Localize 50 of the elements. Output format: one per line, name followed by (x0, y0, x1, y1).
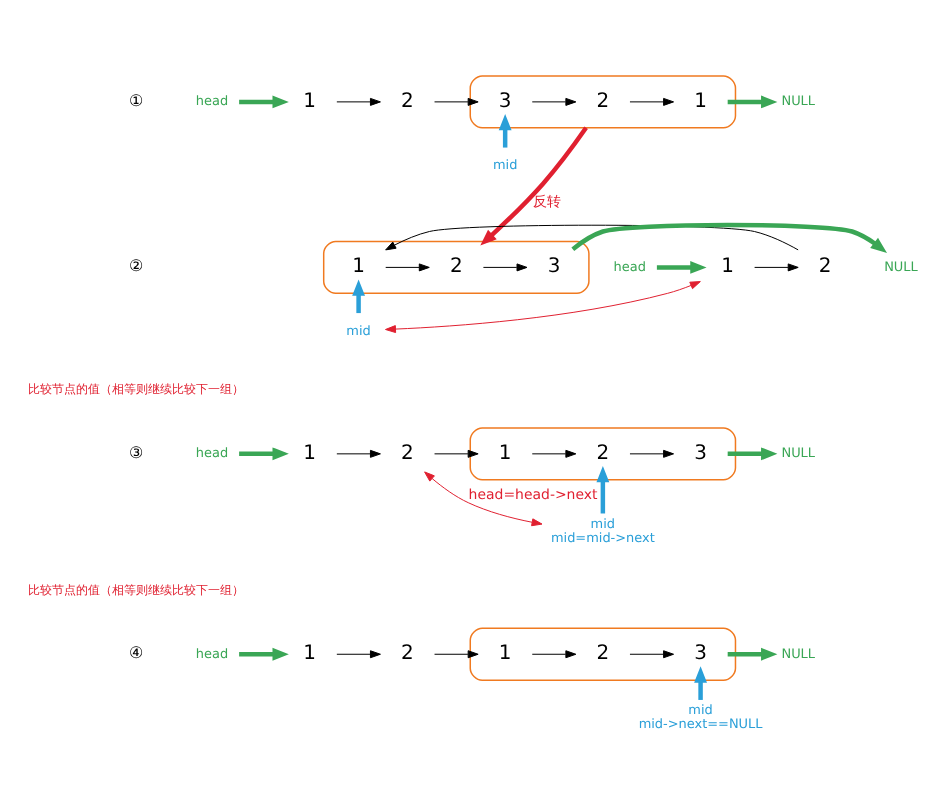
arrow (434, 650, 479, 659)
arrow (239, 647, 289, 661)
arrow (385, 263, 430, 272)
arrow (656, 260, 707, 274)
node-text: 2 (818, 256, 832, 279)
arrow (498, 113, 512, 148)
arrow (596, 465, 610, 514)
node-text: 1 (498, 442, 512, 465)
arrow (727, 647, 778, 661)
node-text: 2 (596, 442, 610, 465)
arrow (629, 650, 675, 659)
arrow (385, 281, 701, 334)
arrow (352, 279, 366, 314)
node-text: 3 (694, 643, 707, 666)
node-text: 1 (303, 90, 317, 113)
node-text: 1 (352, 256, 365, 279)
arrow (571, 222, 887, 253)
node-text: 2 (401, 90, 414, 113)
arrow (531, 97, 577, 106)
node-text: 2 (401, 442, 414, 465)
node-text: 1 (694, 90, 707, 113)
node-text: 3 (547, 256, 561, 279)
arrow (336, 650, 381, 659)
arrow (754, 263, 799, 272)
arrow (629, 97, 675, 106)
arrow (336, 449, 381, 458)
node-text: 2 (449, 256, 463, 279)
node-text: 1 (721, 256, 734, 279)
arrow (424, 471, 543, 527)
node-text: 2 (596, 90, 610, 113)
node-text: 2 (401, 643, 414, 666)
arrow (434, 449, 479, 458)
node-text: 2 (596, 643, 610, 666)
node-text: 1 (498, 643, 512, 666)
arrow (694, 666, 707, 700)
arrow (629, 449, 675, 458)
arrow (531, 650, 577, 659)
arrow (531, 449, 577, 458)
node-text: 1 (303, 643, 317, 666)
arrow (239, 95, 289, 109)
node-text: 3 (498, 90, 512, 113)
arrow (336, 97, 381, 106)
arrow (480, 126, 588, 246)
arrow (482, 263, 528, 272)
arrow (434, 97, 479, 106)
node-text: 3 (694, 442, 707, 465)
arrow (727, 95, 778, 109)
node-text: 1 (303, 442, 317, 465)
arrow (239, 447, 289, 461)
arrow (727, 447, 778, 461)
